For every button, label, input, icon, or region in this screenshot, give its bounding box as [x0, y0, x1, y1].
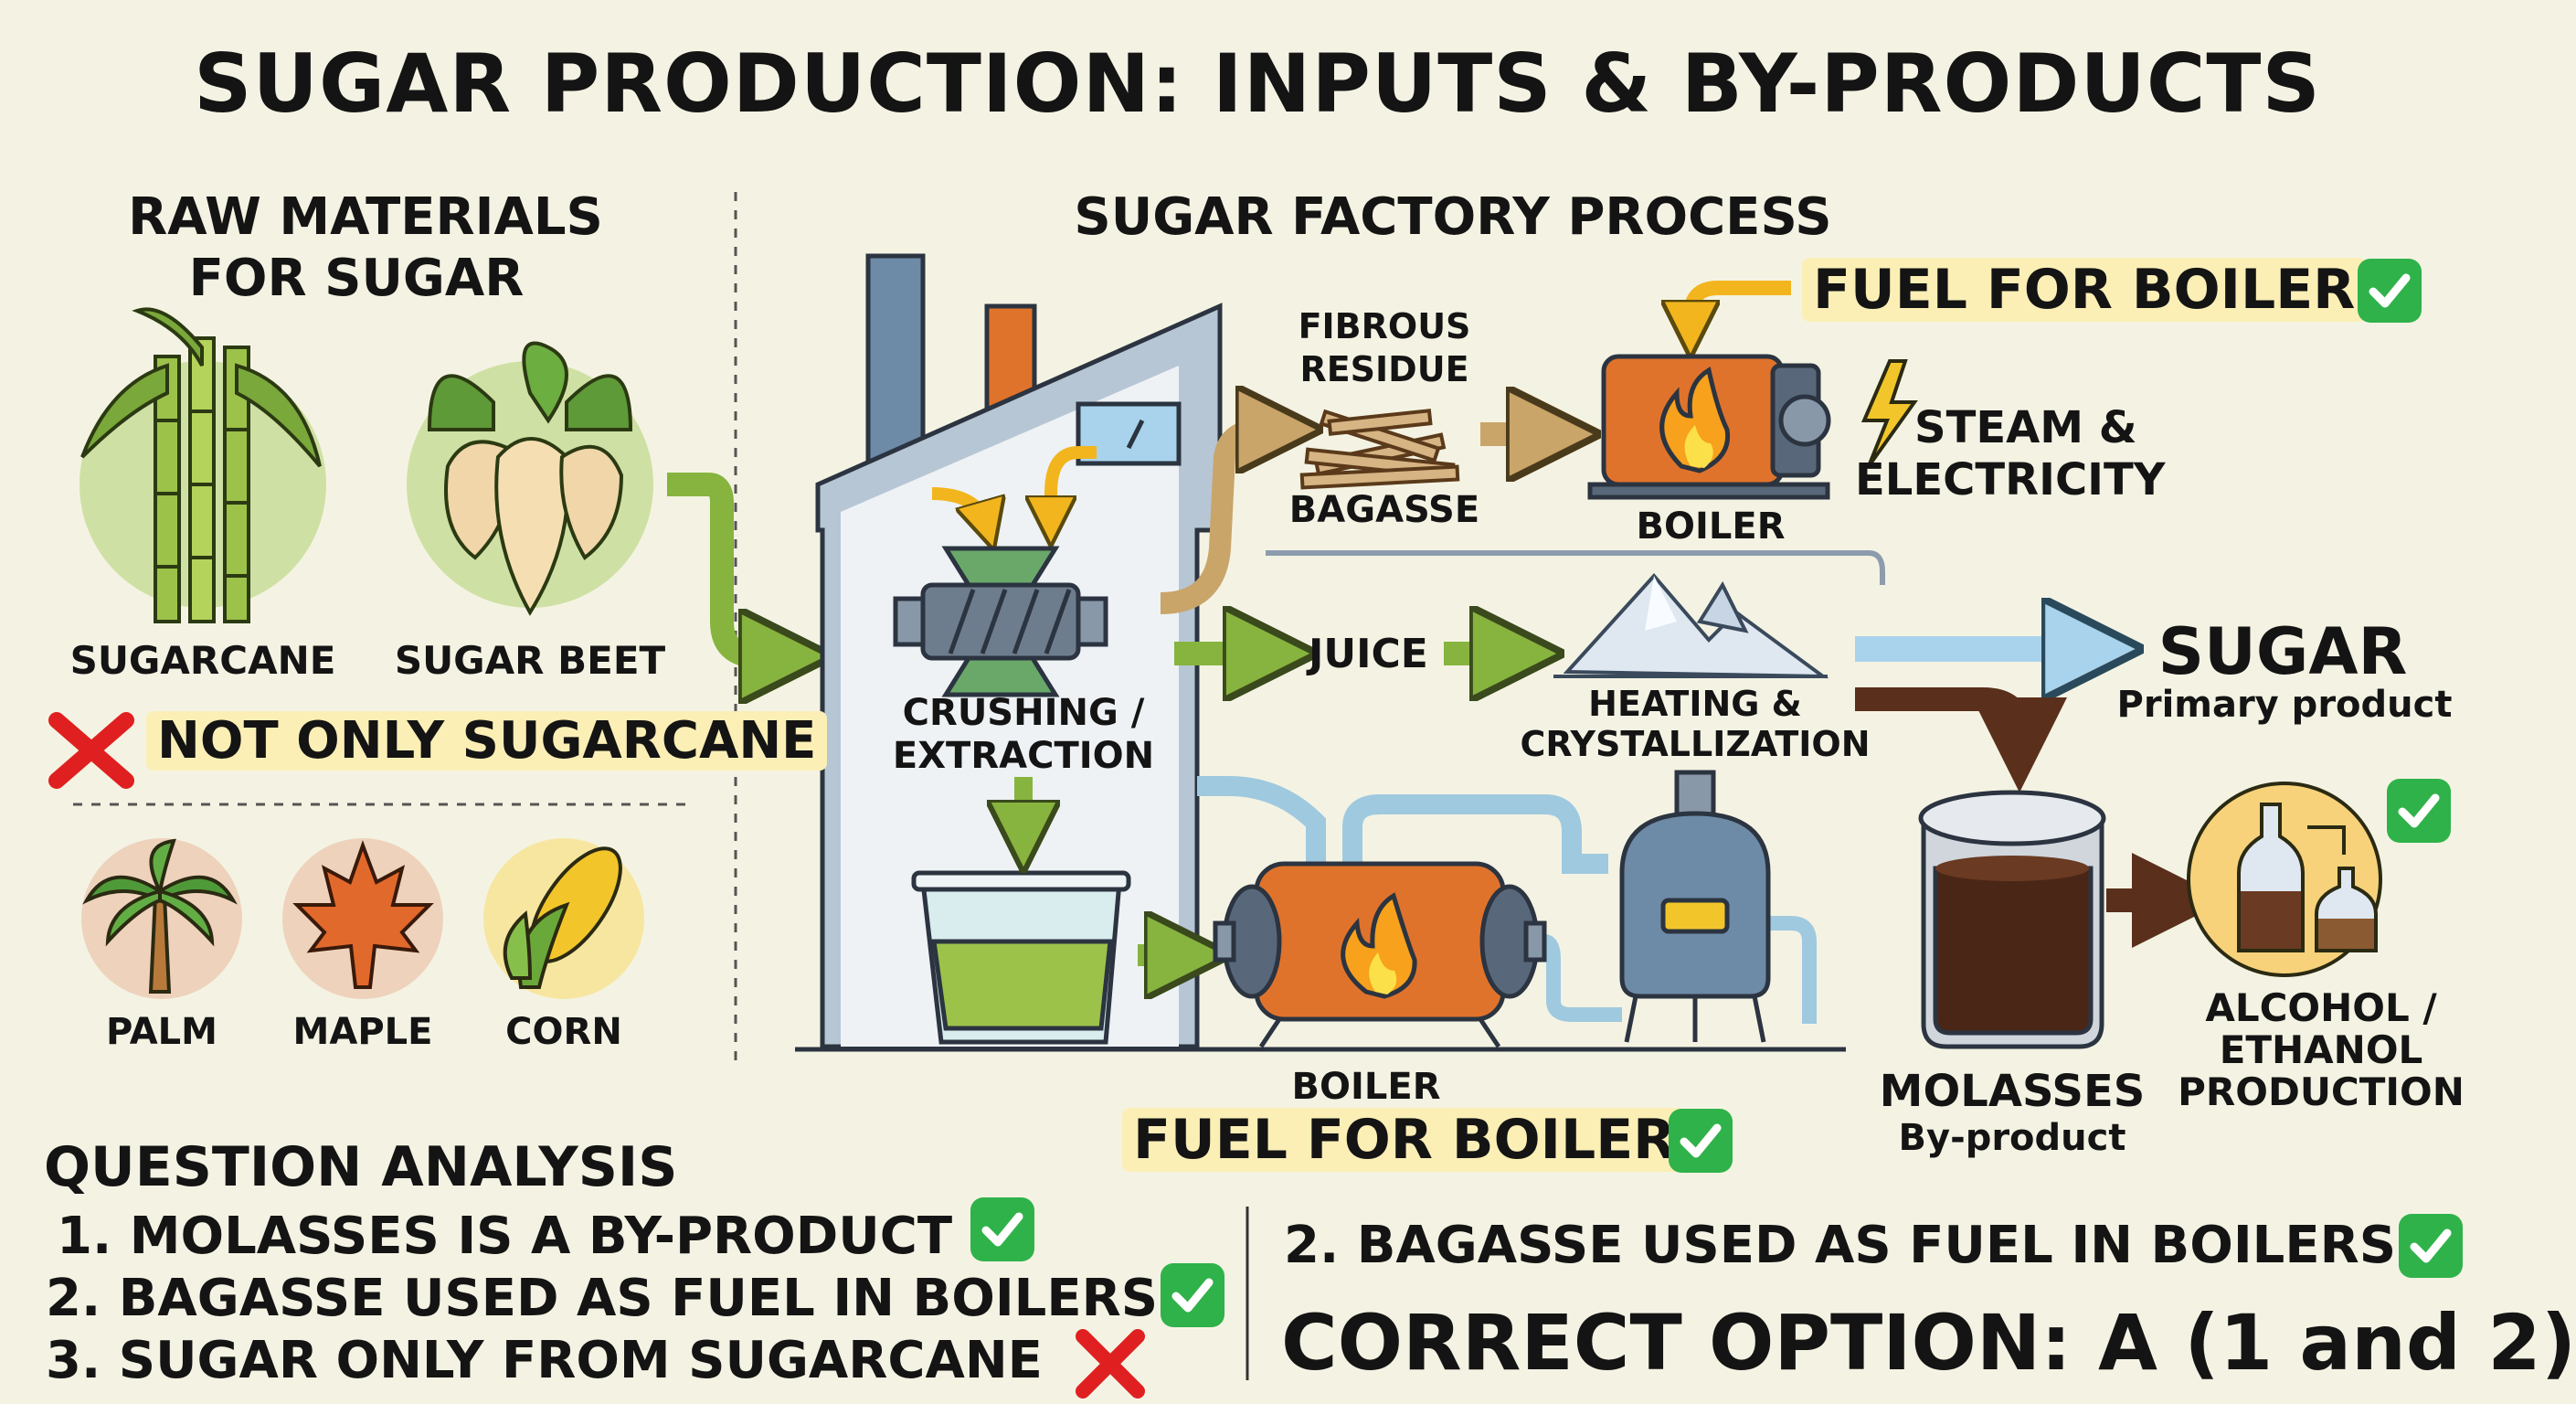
check-icon-fuel-bottom	[1669, 1109, 1733, 1173]
label-palm: PALM	[106, 1011, 217, 1053]
statement-1: 1. MOLASSES IS A BY-PRODUCT	[57, 1207, 953, 1266]
page-title: SUGAR PRODUCTION: INPUTS & BY-PRODUCTS	[194, 37, 2321, 131]
label-sugar: SUGAR	[2157, 614, 2408, 689]
label-corn: CORN	[505, 1011, 622, 1053]
sugarcane-icon	[80, 307, 326, 623]
label-alcohol-line2: ETHANOL	[2219, 1027, 2423, 1072]
label-heating-line2: CRYSTALLIZATION	[1520, 724, 1871, 764]
check-icon-fuel-top	[2358, 259, 2422, 323]
arrow-to-molasses	[1855, 687, 2067, 792]
label-alcohol-line1: ALCOHOL /	[2205, 985, 2437, 1030]
label-sugarcane: SUGARCANE	[69, 638, 336, 683]
diagram-artwork	[48, 192, 2382, 1380]
juice-tank-icon	[911, 870, 1131, 1045]
label-fibrous-line2: RESIDUE	[1299, 349, 1469, 389]
label-steam-line2: ELECTRICITY	[1855, 454, 2166, 505]
correct-answer: CORRECT OPTION: A (1 and 2)	[1281, 1298, 2576, 1388]
alcohol-bottle-icon	[2187, 782, 2382, 977]
evaporator-icon	[1619, 770, 1771, 1043]
sugar-beet-icon	[407, 341, 653, 616]
process-heading: SUGAR FACTORY PROCESS	[1074, 187, 1832, 247]
label-alcohol-line3: PRODUCTION	[2178, 1069, 2465, 1114]
label-steam-line1: STEAM &	[1914, 402, 2137, 453]
statement-2: 2. BAGASSE USED AS FUEL IN BOILERS	[46, 1269, 1159, 1328]
sugar-crystals-icon	[1553, 572, 1829, 679]
check-icon-alcohol	[2387, 779, 2451, 843]
fuel-for-boiler-top: FUEL FOR BOILER	[1802, 258, 2367, 322]
label-juice: JUICE	[1309, 631, 1428, 677]
label-boiler-bottom: BOILER	[1291, 1066, 1441, 1108]
crusher-icon	[893, 546, 1108, 697]
palm-tree-icon	[81, 838, 242, 999]
raw-materials-heading-line2: FOR SUGAR	[188, 249, 525, 308]
boiler-top-icon	[1587, 354, 1831, 500]
lightning-icon	[1860, 359, 1918, 468]
label-sugar-beet: SUGAR BEET	[394, 638, 666, 683]
check-icon-statement-1	[970, 1197, 1034, 1261]
corn-icon	[483, 838, 644, 999]
infographic: SUGAR PRODUCTION: INPUTS & BY-PRODUCTS R…	[44, 37, 2576, 1399]
label-molasses: MOLASSES	[1879, 1066, 2146, 1117]
raw-materials-heading-line1: RAW MATERIALS	[128, 187, 603, 247]
maple-leaf-icon	[282, 838, 443, 999]
label-boiler-top: BOILER	[1636, 505, 1786, 548]
bagasse-pile-icon	[1299, 409, 1460, 490]
label-sugar-sub: Primary product	[2116, 684, 2453, 726]
molasses-tank-icon	[1918, 790, 2106, 1049]
label-crushing-line1: CRUSHING /	[902, 692, 1145, 734]
repeat-statement: 2. BAGASSE USED AS FUEL IN BOILERS	[1284, 1216, 2397, 1275]
label-maple: MAPLE	[292, 1011, 433, 1053]
cross-icon-not-only	[48, 712, 134, 789]
not-only-sugarcane-note: NOT ONLY SUGARCANE	[146, 711, 828, 771]
arrow-to-bagasse	[1160, 430, 1279, 614]
cross-icon-statement-3	[1076, 1329, 1145, 1399]
label-molasses-sub: By-product	[1898, 1117, 2126, 1159]
analysis-heading: QUESTION ANALYSIS	[44, 1135, 678, 1199]
check-icon-statement-2	[1161, 1263, 1224, 1327]
fuel-for-boiler-bottom: FUEL FOR BOILER	[1122, 1108, 1687, 1172]
label-bagasse: BAGASSE	[1288, 489, 1480, 531]
check-icon-repeat	[2399, 1214, 2463, 1278]
label-crushing-line2: EXTRACTION	[892, 735, 1155, 777]
statement-3: 3. SUGAR ONLY FROM SUGARCANE	[46, 1331, 1043, 1390]
arrow-raw-to-factory	[667, 473, 786, 656]
label-heating-line1: HEATING &	[1588, 684, 1802, 724]
label-fibrous-line1: FIBROUS	[1298, 306, 1471, 346]
boiler-bottom-icon	[1213, 861, 1547, 1048]
